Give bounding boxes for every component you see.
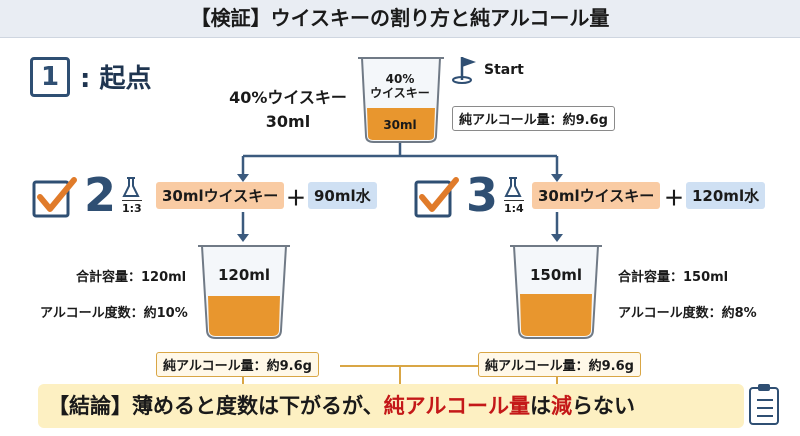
bottom-connectors xyxy=(242,365,558,384)
step1-label: : 起点 xyxy=(80,64,152,94)
flask-icon xyxy=(122,177,140,197)
step3-pure-alcohol: 純アルコール量：約9.6g xyxy=(478,352,641,377)
step2-plus: ＋ xyxy=(286,186,306,210)
conclusion-highlight: 純アルコール量 xyxy=(383,394,530,418)
step3-water: 120ml水 xyxy=(686,182,766,209)
step3-number: 3 xyxy=(466,168,499,222)
beaker1-name: ウイスキー xyxy=(370,86,430,100)
beaker1-label: 40% ウイスキー xyxy=(368,72,432,100)
beaker3-volume: 150ml xyxy=(529,266,583,284)
step3-abv: アルコール度数：約8% xyxy=(618,306,757,321)
step3-whisky: 30mlウイスキー xyxy=(532,182,661,209)
flag-icon xyxy=(452,57,476,84)
arrow-head-right-2 xyxy=(551,234,563,242)
step3-plus: ＋ xyxy=(664,186,684,210)
step2-number: 2 xyxy=(84,168,117,222)
conclusion-particle: は xyxy=(529,394,551,418)
beaker-step1 xyxy=(358,57,444,143)
step2-whisky: 30mlウイスキー xyxy=(156,182,285,209)
conclusion-ending: らない xyxy=(571,394,635,418)
flask-icon xyxy=(504,177,522,197)
arrow-head-left-2 xyxy=(237,234,249,242)
checkbox-icon xyxy=(32,177,77,218)
conclusion-text: 【結論】薄めると度数は下がるが、 xyxy=(48,394,384,418)
beaker1-volume: 30ml xyxy=(383,118,417,132)
page-title: 【検証】ウイスキーの割り方と純アルコール量 xyxy=(0,0,800,38)
whisky-abv: 40%ウイスキー xyxy=(229,88,347,107)
connector-tree xyxy=(241,143,559,236)
clipboard-icon xyxy=(749,384,779,425)
start-label: Start xyxy=(484,62,524,78)
beaker-step3 xyxy=(510,245,602,339)
checkbox-icon xyxy=(414,177,459,218)
conclusion-banner: 【結論】薄めると度数は下がるが、純アルコール量は減らない xyxy=(38,384,744,428)
arrow-head-left xyxy=(237,174,249,182)
conclusion-verb-highlight: 減 xyxy=(550,394,572,418)
whisky-volume: 30ml xyxy=(265,112,311,131)
beaker2-volume: 120ml xyxy=(217,266,271,284)
step1-number: 1 xyxy=(30,57,70,97)
step2-water: 90ml水 xyxy=(308,182,377,209)
beaker-step2 xyxy=(198,245,290,339)
step3-total-volume: 合計容量：150ml xyxy=(618,270,729,285)
step2-pure-alcohol: 純アルコール量：約9.6g xyxy=(156,352,319,377)
step2-total-volume: 合計容量：120ml xyxy=(76,270,187,285)
step1-pure-alcohol: 純アルコール量：約9.6g xyxy=(452,106,615,131)
step2-abv: アルコール度数：約10% xyxy=(40,306,188,321)
beaker1-pct: 40% xyxy=(385,72,415,86)
step1-whisky-label: 40%ウイスキー 30ml xyxy=(226,86,350,134)
step2-ratio: 1:3 xyxy=(122,200,142,215)
step3-ratio: 1:4 xyxy=(504,200,524,215)
arrow-head-right xyxy=(551,174,563,182)
